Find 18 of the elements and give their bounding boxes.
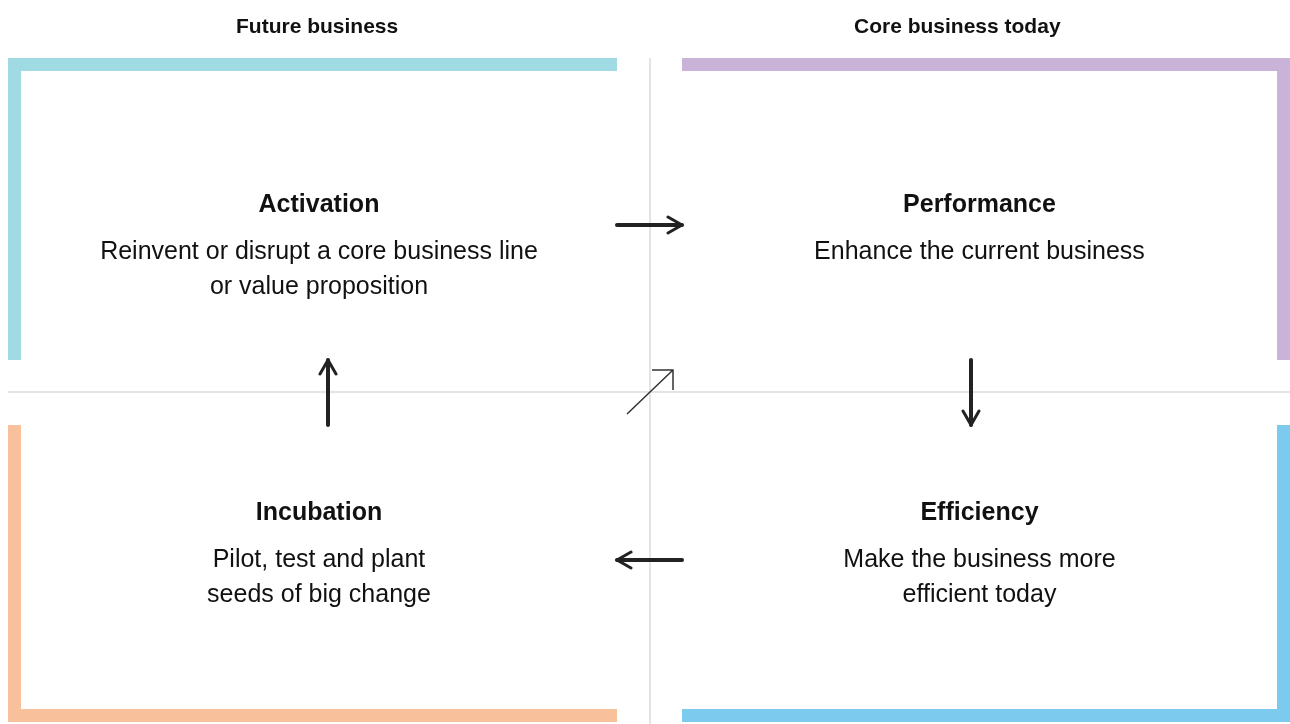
arrow <box>961 358 981 427</box>
quadrant-description: Make the business more efficient today <box>842 543 1117 609</box>
quadrant-panel <box>8 425 617 722</box>
quadrant-heading: Efficiency <box>920 497 1039 526</box>
quadrant-panel <box>682 58 1290 360</box>
quadrant-panel <box>8 58 617 360</box>
quadrant-panel <box>682 425 1290 722</box>
arrow <box>615 550 684 570</box>
column-header: Core business today <box>854 14 1061 38</box>
quadrant-description: Reinvent or disrupt a core business line or value proposition <box>99 235 539 301</box>
arrow <box>318 358 338 427</box>
arrow <box>615 215 684 235</box>
quadrant-heading: Activation <box>258 189 380 218</box>
quadrant-heading: Performance <box>903 189 1056 218</box>
quadrant-description: Pilot, test and plant seeds of big change <box>206 543 432 609</box>
quadrant-heading: Incubation <box>255 497 383 526</box>
column-header: Future business <box>236 14 399 38</box>
quadrant-description: Enhance the current business <box>813 235 1146 266</box>
